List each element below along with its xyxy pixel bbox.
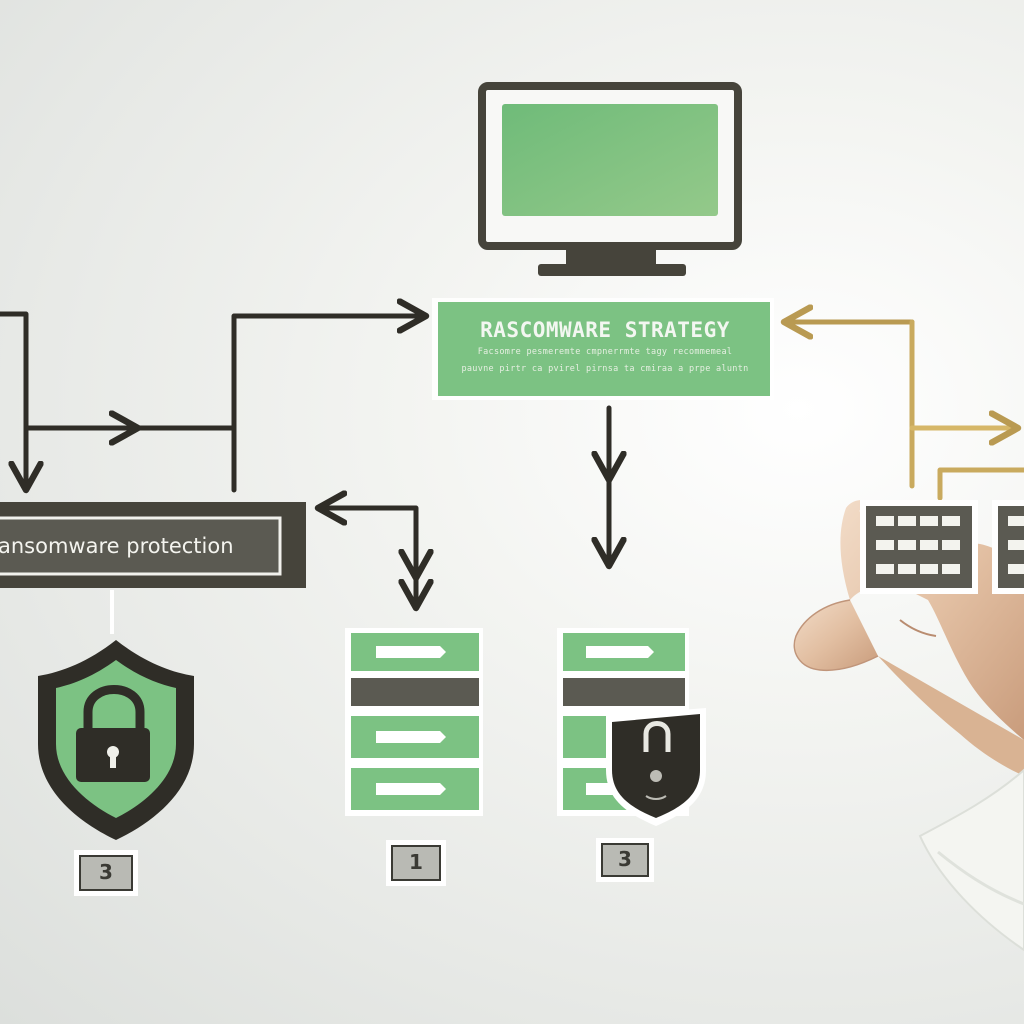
step-label-1: 3	[99, 860, 113, 884]
protection-label: ansomware protection	[0, 534, 234, 558]
gold-to-rack	[937, 467, 1024, 501]
gold-connector-lines	[784, 322, 1024, 501]
protection-to-servers-arrow	[315, 505, 416, 608]
connector-lines	[0, 314, 609, 608]
strategy-subtitle-line-2: pauvne pirtr ca pvirel pirnsa ta cmiraa …	[461, 364, 749, 374]
strategy-box	[432, 298, 774, 400]
server-rack-icon-partial	[992, 500, 1024, 594]
step-box-2	[386, 840, 446, 886]
to-strategy-arrow	[231, 316, 426, 493]
strategy-subtitle-line-1: Facsomre pesmeremte cmpnerrmte tagy reco…	[477, 347, 733, 357]
shield-lock-icon	[38, 590, 194, 840]
step-label-3: 3	[618, 847, 632, 871]
step-box-1	[74, 850, 138, 896]
monitor-icon	[478, 82, 742, 276]
server-rack-icon	[860, 500, 978, 594]
step-box-3	[596, 838, 654, 882]
server-stack-icon	[345, 628, 483, 816]
protection-box	[0, 502, 306, 588]
strategy-title: RASCOMWARE STRATEGY	[480, 318, 730, 342]
shield-lock-icon-2	[606, 708, 706, 826]
step-label-2: 1	[409, 850, 423, 874]
left-vertical-connector	[0, 311, 26, 490]
